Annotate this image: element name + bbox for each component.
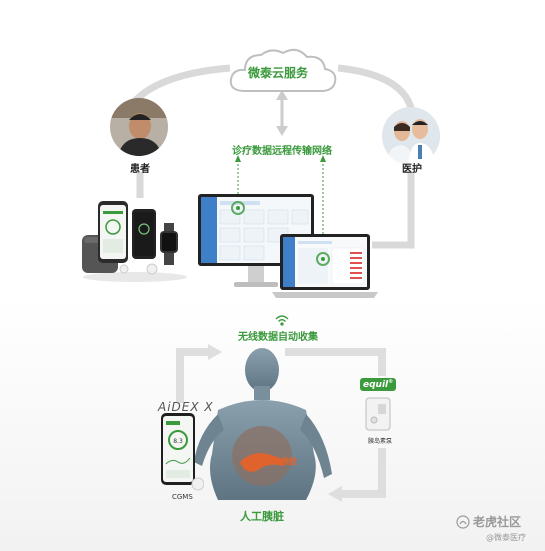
pump-brand-name: equil: [363, 380, 389, 390]
cgm-brand: AiDEX X: [158, 400, 214, 414]
insulin-pump: [365, 397, 391, 431]
watermark-main: 老虎社区: [473, 515, 522, 529]
cgm-phone: 8.3: [161, 413, 204, 491]
watermark: 老虎社区: [456, 513, 521, 530]
loop-top-right: [285, 348, 386, 376]
pump-label: 胰岛素泵: [368, 438, 393, 445]
doctor-connector: [372, 172, 415, 249]
network-arrow-down: [276, 126, 288, 136]
wireless-label: 无线数据自动收集: [238, 332, 318, 343]
cloud-arc-right: [337, 64, 416, 113]
transmission-label: 诊疗数据远程传输网络: [232, 146, 332, 157]
patient-avatar: [110, 98, 168, 156]
dotted-arrow-right: [320, 155, 326, 162]
loop-arrow-right: [208, 344, 222, 360]
watermark-sub: @微泰医疗: [486, 533, 526, 542]
cloud-service-label: 微泰云服务: [248, 66, 309, 80]
loop-top-left: [176, 348, 210, 403]
pump-brand: equil®: [360, 378, 397, 391]
patient-devices: [82, 201, 187, 282]
doctor-label: 医护: [402, 164, 422, 175]
tiger-icon: [456, 514, 470, 529]
loop-bottom-right: [340, 448, 386, 498]
sensor-device: [146, 263, 158, 275]
doctor-avatar: [382, 107, 440, 165]
svg-text:8.3: 8.3: [173, 438, 183, 445]
pump-brand-reg: ®: [388, 379, 394, 385]
network-arrow-up: [276, 90, 288, 100]
patient-label: 患者: [130, 164, 150, 175]
artificial-pancreas-label: 人工胰脏: [240, 510, 284, 523]
cgm-label: CGMS: [172, 493, 193, 501]
loop-arrow-left: [328, 486, 342, 502]
wifi-icon: [275, 315, 289, 326]
cgm-sensor: [191, 477, 204, 491]
laptop: [272, 234, 378, 298]
cloud-icon: [229, 48, 337, 92]
organ-label: 胰脏: [281, 457, 297, 466]
pancreas-organ: [240, 453, 284, 472]
dotted-arrow-left: [235, 155, 241, 162]
human-body: [194, 348, 332, 500]
